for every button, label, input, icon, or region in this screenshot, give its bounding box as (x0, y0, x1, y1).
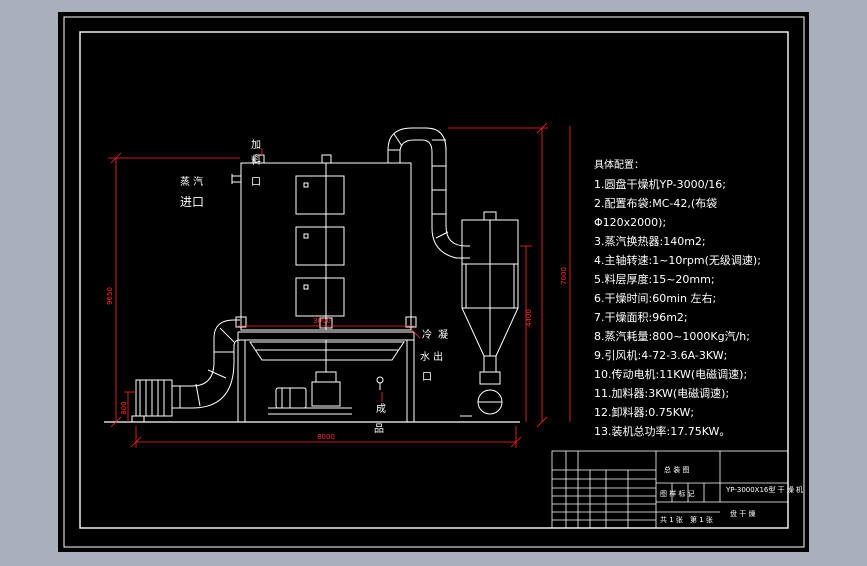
callout-labels: 加 料 口 蒸 汽 进口 冷 凝 水 出 口 成 品 (180, 139, 448, 435)
drawing-sheet (58, 12, 809, 552)
spec-list: 具体配置： 1.圆盘干燥机YP-3000/16; 2.配置布袋:MC-42,(布… (594, 159, 761, 438)
spec-line: 11.加料器:3KW(电磁调速); (594, 386, 729, 400)
label-cool-1: 冷 (422, 328, 432, 341)
dim-base-height: 800 (120, 401, 128, 414)
dim-body-width: 3000 (313, 317, 331, 325)
title-row-sheet: 第 1 张 (690, 515, 713, 524)
induced-draft-fan (135, 379, 173, 417)
spec-line: 1.圆盘干燥机YP-3000/16; (594, 177, 726, 191)
spec-heading: 具体配置： (594, 159, 644, 171)
collection-hopper (249, 341, 405, 361)
drawing-number: YP-3000X16型 干 燥 机 (725, 485, 803, 494)
dim-cyclone-height: 7000 (560, 267, 568, 285)
spec-line: 10.传动电机:11KW(电磁调速); (594, 367, 747, 381)
spec-line: 4.主轴转速:1~10rpm(无级调速); (594, 253, 761, 267)
dimension-lines (108, 122, 571, 448)
inspection-door-3 (295, 277, 345, 317)
spec-line: 6.干燥时间:60min 左右; (594, 291, 716, 305)
outer-border (63, 16, 805, 548)
spec-line: 5.料层厚度:15~20mm; (594, 272, 715, 286)
spec-line: Φ120x2000); (594, 216, 666, 229)
dimension-texts: 9650 800 3000 8000 7000 4400 (106, 267, 568, 441)
dryer-machine (104, 127, 520, 423)
title-row-part: 盘 干 燥 (730, 509, 755, 518)
label-feed-1: 加 (251, 139, 261, 151)
spec-line: 3.蒸汽换热器:140m2; (594, 234, 706, 248)
dim-total-height: 9650 (106, 287, 114, 305)
spec-line: 13.装机总功率:17.75KW。 (594, 424, 730, 438)
label-steam-1: 蒸 汽 (180, 175, 203, 188)
label-cool-4: 口 (422, 372, 432, 383)
title-row-marks: 图 样 标 记 (660, 489, 695, 498)
label-steam-2: 进口 (180, 195, 204, 209)
label-product-2: 品 (374, 423, 384, 435)
title-block (551, 450, 789, 529)
spec-line: 2.配置布袋:MC-42,(布袋 (594, 196, 717, 210)
feed-nozzle (254, 154, 265, 164)
spec-line: 8.蒸汽耗量:800~1000Kg汽/h; (594, 329, 750, 343)
spec-line: 9.引风机:4-72-3.6A-3KW; (594, 348, 727, 362)
label-cool-3: 水 出 (420, 350, 443, 363)
inspection-door-2 (295, 226, 345, 266)
label-feed-2: 料 (251, 154, 261, 167)
inner-border (79, 31, 789, 529)
label-cool-2: 凝 (438, 329, 448, 341)
inspection-door-1 (295, 175, 345, 215)
title-block-texts: 总 装 图 YP-3000X16型 干 燥 机 图 样 标 记 共 1 张 第 … (660, 465, 803, 524)
label-feed-3: 口 (251, 177, 261, 188)
dim-total-width: 8000 (317, 433, 335, 441)
gearbox (311, 381, 341, 407)
spec-line: 7.干燥面积:96m2; (594, 311, 688, 324)
title-row-sheets: 共 1 张 (660, 515, 683, 524)
label-product-1: 成 (376, 403, 386, 415)
dim-cyclone-lower: 4400 (525, 309, 533, 327)
spec-line: 12.卸料器:0.75KW; (594, 405, 694, 419)
drawing-name: 总 装 图 (664, 465, 689, 474)
